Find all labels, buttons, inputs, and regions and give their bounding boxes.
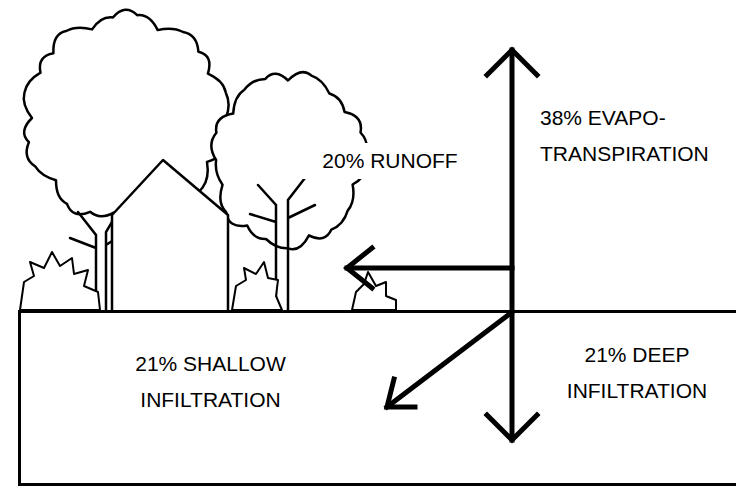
ground-box: 21% SHALLOW INFILTRATION 21% DEEP INFILTR… xyxy=(18,310,736,486)
infiltration-arrow-shaft xyxy=(387,312,512,407)
infiltration-label: 21% DEEP INFILTRATION xyxy=(542,337,732,409)
shrubs xyxy=(20,252,396,310)
arrowhead xyxy=(487,415,537,440)
arrowhead xyxy=(347,248,372,288)
arrowhead xyxy=(487,50,537,75)
shrub xyxy=(232,262,282,310)
vertical-arrow-shaft xyxy=(510,50,515,440)
flow-label: 38% EVAPO- TRANSPIRATION xyxy=(540,100,725,172)
house xyxy=(112,160,228,310)
flow-label: 20% RUNOFF xyxy=(286,143,494,179)
infiltration-label: 21% SHALLOW INFILTRATION xyxy=(93,346,328,418)
flow-arrows xyxy=(347,50,537,440)
arrowhead xyxy=(387,379,415,407)
shrub xyxy=(20,252,100,310)
runoff-arrow-shaft xyxy=(347,266,512,271)
